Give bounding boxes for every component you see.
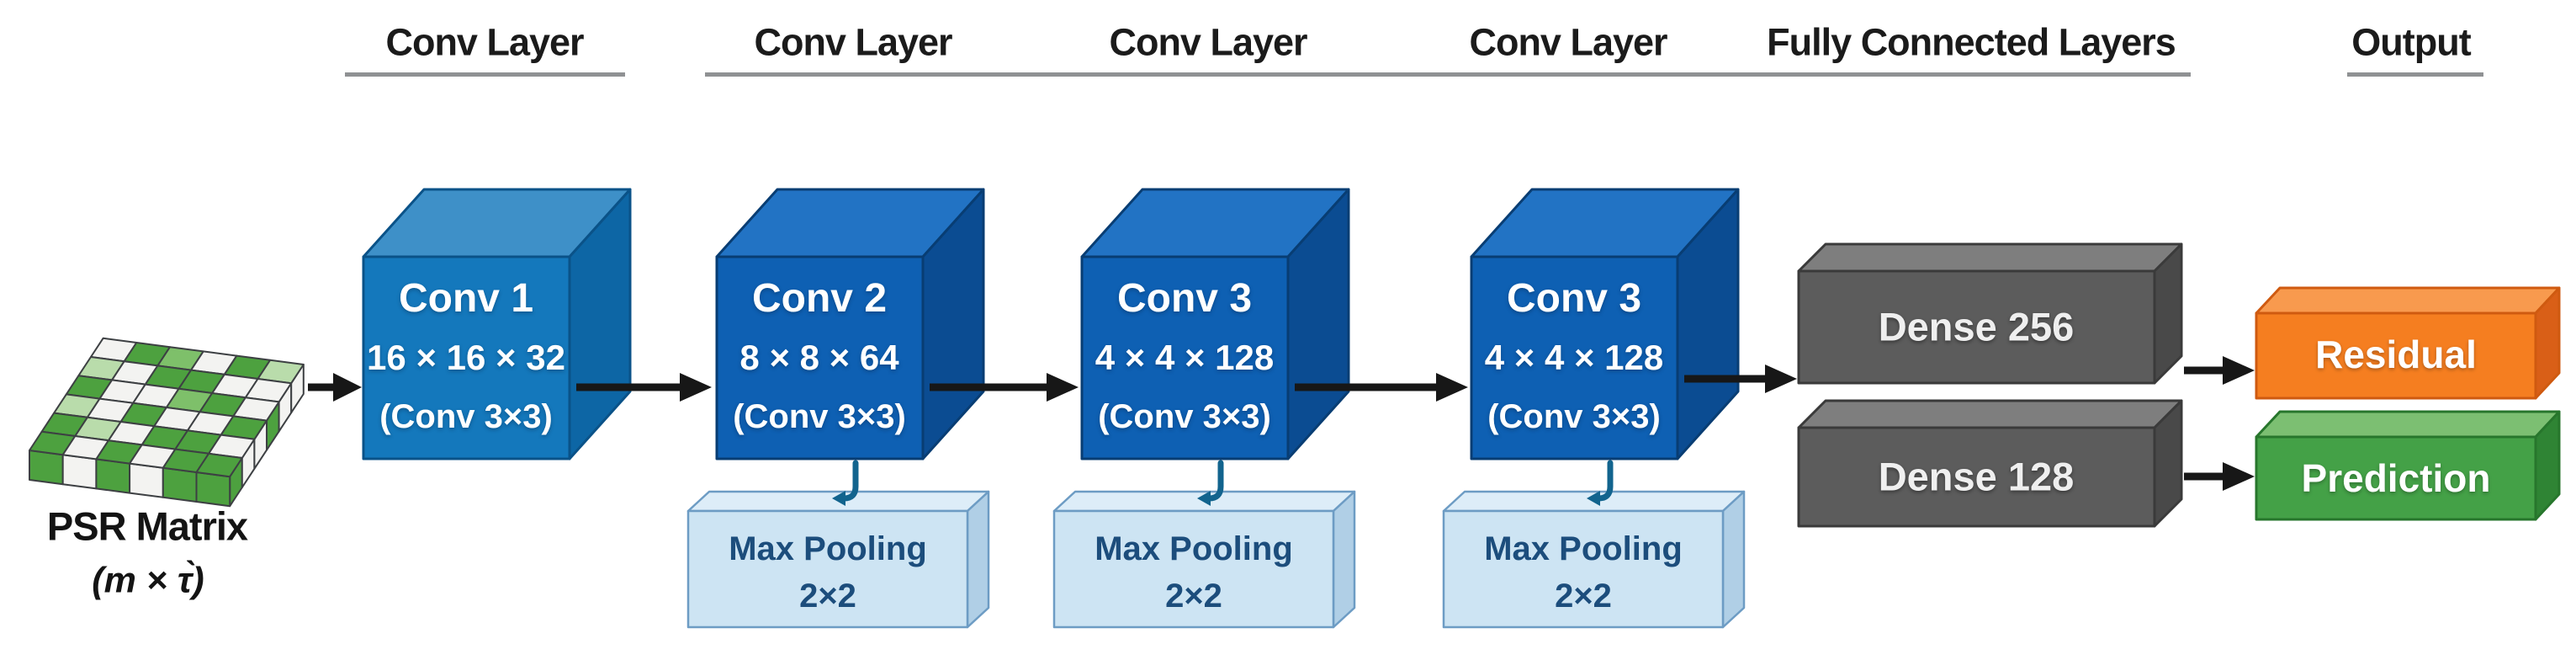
dense256-slab [1797,242,2183,385]
conv1-kernel: (Conv 3×3) [379,398,553,435]
maxpool3-size: 2×2 [1165,578,1222,615]
maxpool2-size: 2×2 [799,578,856,615]
conv2-name: Conv 2 [751,276,888,321]
conv2-kernel: (Conv 3×3) [733,398,906,435]
conv3-kernel: (Conv 3×3) [1098,398,1271,435]
dense128-slab [1797,399,2183,528]
residual-label: Residual [2315,333,2477,376]
conv2-cube [715,188,985,460]
header-conv-layer-4: Conv Layer [1469,20,1667,64]
conv4-kernel: (Conv 3×3) [1487,398,1661,435]
header-fully-connected: Fully Connected Layers [1767,20,2176,64]
header-conv-layer-1: Conv Layer [385,20,584,64]
hook-arrow-conv2-icon [832,460,859,506]
prediction-label: Prediction [2301,456,2491,500]
maxpool3-label: Max Pooling [1095,530,1293,567]
header-underlines [345,72,2483,77]
arrow-conv3-to-conv4-icon [1295,373,1468,402]
arrow-conv4-to-dense-icon [1684,365,1797,393]
conv4-name: Conv 3 [1506,276,1642,321]
prediction-box [2255,410,2561,521]
hook-arrow-conv4-icon [1587,460,1614,506]
dense-128-label: Dense 128 [1878,454,2075,499]
maxpool2-slab [686,490,990,629]
dense-256-label: Dense 256 [1878,304,2075,349]
maxpool4-label: Max Pooling [1484,530,1683,567]
arrow-conv1-to-conv2-icon [576,373,712,402]
pool-hook-arrows [832,460,1614,506]
psr-matrix-graphic [29,337,305,508]
residual-box [2255,286,2561,400]
header-conv-layer-2: Conv Layer [754,20,952,64]
underline-conv1 [345,72,625,77]
maxpool4-size: 2×2 [1555,578,1612,615]
conv1-cube [362,188,632,460]
conv1-name: Conv 1 [398,276,534,321]
conv3-name: Conv 3 [1116,276,1253,321]
underline-conv234-fc [705,72,2191,77]
psr-matrix-dims: (m × τ̀) [92,560,204,601]
header-output: Output [2351,20,2471,64]
arrow-psr-to-conv1-icon [308,373,362,402]
conv1-size: 16 × 16 × 32 [367,338,565,377]
hook-arrow-conv3-icon [1197,460,1224,506]
maxpool2-label: Max Pooling [729,530,927,567]
conv4-cube [1470,188,1740,460]
underline-output [2347,72,2483,77]
header-conv-layer-3: Conv Layer [1109,20,1307,64]
arrow-dense128-to-prediction-icon [2184,462,2255,491]
conv4-size: 4 × 4 × 128 [1484,338,1664,377]
conv3-cube [1080,188,1350,460]
arrow-conv2-to-conv3-icon [930,373,1079,402]
psr-matrix-title: PSR Matrix [46,503,248,549]
conv2-size: 8 × 8 × 64 [739,338,899,377]
conv3-size: 4 × 4 × 128 [1095,338,1275,377]
arrow-dense256-to-residual-icon [2184,356,2255,385]
flow-arrows [308,356,2255,491]
